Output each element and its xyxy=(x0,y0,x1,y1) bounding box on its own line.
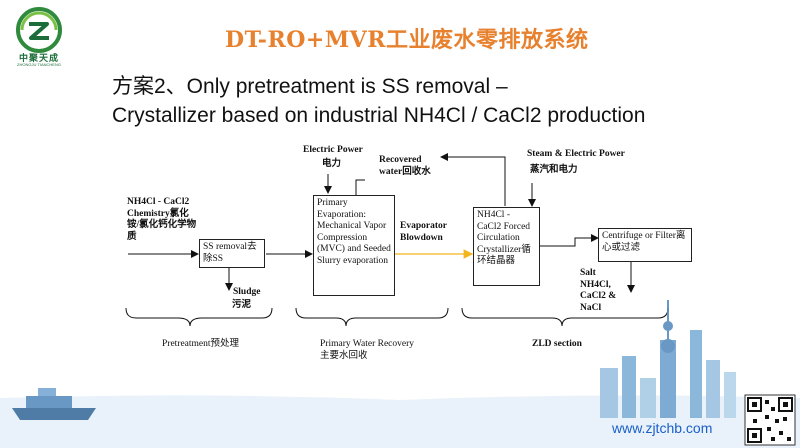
city-skyline-decoration xyxy=(0,300,800,448)
electric-power-label-cn: 电力 xyxy=(322,159,342,169)
recovered-water-return xyxy=(440,153,506,206)
electric-power-label: Electric Power xyxy=(303,145,363,155)
section-primary-label: Primary Water Recovery xyxy=(320,339,415,349)
sludge-label: Sludge xyxy=(233,287,261,297)
company-logo xyxy=(10,6,68,66)
slide-heading: 方案2、Only pretreatment is SS removal – Cr… xyxy=(112,72,645,130)
recovered-water-arrow xyxy=(355,179,365,195)
centrifuge-box: Centrifuge or Filter离心或过滤 xyxy=(598,228,692,262)
steam-power-label-cn: 蒸汽和电力 xyxy=(530,165,578,175)
heading-line-2: Crystallizer based on industrial NH4Cl /… xyxy=(112,104,646,127)
heading-line-1: 方案2、Only pretreatment is SS removal – xyxy=(112,75,508,98)
brace-zld xyxy=(461,307,669,327)
logo-name: 中聚天成 xyxy=(18,54,59,64)
logo-subtitle: ZHONGJU TIANCHENG xyxy=(17,62,61,67)
section-primary-label-cn: 主要水回收 xyxy=(320,351,368,361)
cryst-to-centrifuge-arrow xyxy=(540,234,599,247)
evaporator-blowdown-label: Evaporator Blowdown xyxy=(400,221,447,243)
website-link[interactable]: www.zjtchb.com xyxy=(612,420,713,436)
ss-removal-box: SS removal去除SS xyxy=(199,239,265,268)
primary-evaporation-box: Primary Evaporation: Mechanical Vapor Co… xyxy=(313,195,395,296)
section-pretreatment-label: Pretreatment预处理 xyxy=(162,339,240,349)
salt-label: Salt NH4Cl, CaCl2 & NaCl xyxy=(580,268,617,313)
section-zld-label: ZLD section xyxy=(532,339,582,349)
qr-code xyxy=(744,394,796,446)
brace-primary xyxy=(295,307,449,327)
brace-pretreatment xyxy=(125,307,273,327)
banner-title: DT-RO+MVR工业废水零排放系统 xyxy=(225,27,589,53)
crystallizer-box: NH4Cl - CaCl2 Forced Circulation Crystal… xyxy=(473,207,540,286)
feed-label: NH4Cl - CaCl2 Chemistry氯化铵/氯化钙化学物质 xyxy=(127,197,197,242)
recovered-water-label: Recovered water回收水 xyxy=(379,155,431,177)
sludge-label-cn: 污泥 xyxy=(232,300,252,310)
steam-power-label: Steam & Electric Power xyxy=(527,149,625,159)
